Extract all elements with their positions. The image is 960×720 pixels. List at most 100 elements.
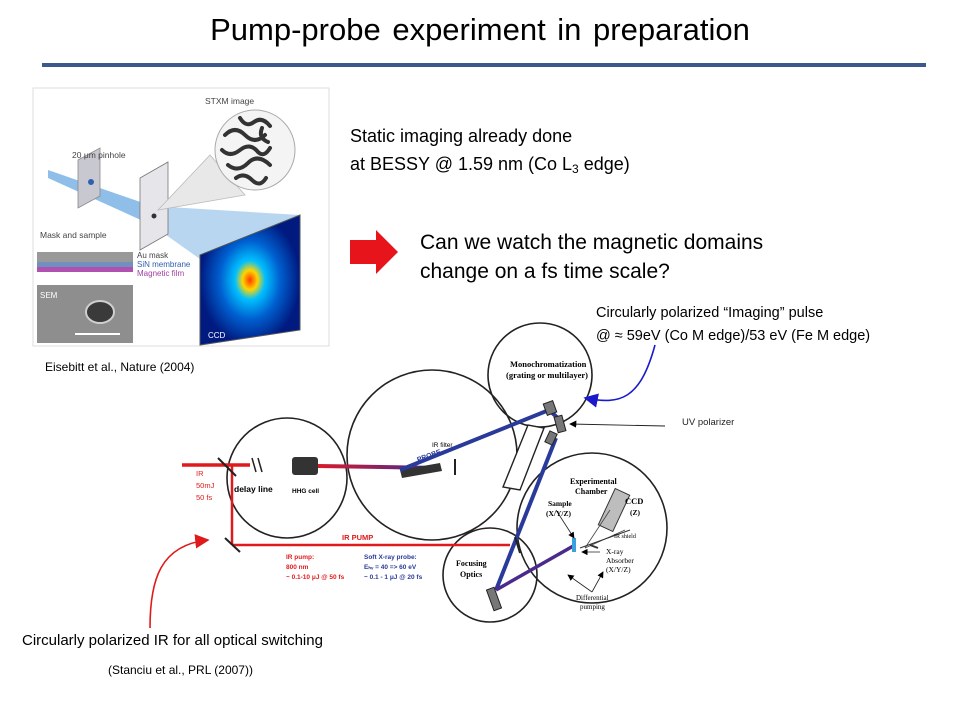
- ccd-speckle-image: [199, 214, 301, 346]
- static-imaging-line1: Static imaging already done: [350, 126, 573, 146]
- hhg-cell: [292, 457, 318, 475]
- stxm-figure: STXM image 20 μm pinhole Mask and sample…: [32, 87, 330, 347]
- label-ccd-inset: CCD: [208, 331, 226, 340]
- imaging-pulse-label: Circularly polarized “Imaging” pulse @ ≈…: [596, 302, 870, 348]
- label-monochromatization-detail: (grating or multilayer): [506, 370, 588, 380]
- label-ir-pump-wavelength: 800 nm: [286, 564, 309, 571]
- citation-eisebitt: Eisebitt et al., Nature (2004): [45, 360, 195, 374]
- label-xray: X-ray: [606, 547, 624, 556]
- label-ir-pump-beam: IR PUMP: [342, 533, 373, 542]
- hhg-chamber: [226, 417, 348, 539]
- pump-combiner-mirror: [514, 536, 521, 554]
- label-hhg-cell: HHG cell: [292, 488, 319, 495]
- probe-beam-3: [494, 437, 558, 591]
- label-probe: PROBE: [416, 449, 442, 464]
- au-mask-layer: [37, 252, 133, 262]
- label-ccd: CCD: [625, 496, 643, 506]
- label-ir-filter: IR filter: [432, 442, 453, 449]
- label-probe-pulse-energy: ~ 0.1 - 1 μJ @ 20 fs: [364, 574, 423, 581]
- beam-splitter: [217, 457, 237, 477]
- label-differential: Differential: [576, 594, 609, 602]
- uv-polarizer-optic-2: [544, 430, 558, 446]
- label-delay-line: delay line: [234, 484, 273, 494]
- label-probe-spec: Soft X-ray probe:: [364, 554, 417, 561]
- label-chamber: Chamber: [575, 487, 608, 496]
- label-stxm-image: STXM image: [205, 96, 254, 106]
- question-line1: Can we watch the magnetic domains: [420, 231, 764, 254]
- label-optics: Optics: [460, 570, 482, 579]
- label-monochromatization: Monochromatization: [510, 359, 587, 369]
- label-ir: IR: [196, 469, 204, 478]
- uv-polarizer-optic-1: [553, 414, 567, 434]
- diff-pumping-arrow-1: [567, 574, 593, 593]
- label-sample: Sample: [548, 499, 572, 508]
- probe-beam-4: [495, 543, 576, 592]
- ir-filter-block: [400, 463, 442, 478]
- label-ccd-axis: (Z): [630, 508, 641, 517]
- static-imaging-line2-suffix: edge): [578, 154, 630, 174]
- label-focusing: Focusing: [456, 559, 487, 568]
- page-title: Pump-probe experiment in preparation: [210, 12, 750, 47]
- grating: [542, 400, 558, 416]
- label-ir-energy: 50mJ: [196, 481, 215, 490]
- imaging-pulse-pointer: [583, 344, 656, 408]
- mask-sample-plate: [139, 161, 169, 251]
- label-absorber-axes: (X/Y/Z): [606, 565, 631, 574]
- focusing-chamber: [442, 527, 538, 623]
- label-ir-pump-spec: IR pump:: [286, 554, 314, 561]
- pump-probe-setup: Monochromatization (grating or multilaye…: [182, 322, 668, 623]
- ccd-ray-2: [584, 509, 611, 549]
- label-au-mask: Au mask: [137, 251, 169, 260]
- title-rule: [42, 63, 926, 67]
- label-mask-and-sample: Mask and sample: [40, 230, 107, 240]
- uv-polarizer-label: UV polarizer: [682, 417, 735, 428]
- connecting-tube: [502, 424, 545, 491]
- citation-stanciu: (Stanciu et al., PRL (2007)): [108, 663, 253, 677]
- magnetic-domain-pattern: [220, 116, 272, 186]
- sample-label-arrow: [555, 509, 575, 539]
- question-line2: change on a fs time scale?: [420, 260, 670, 283]
- sample: [572, 538, 576, 552]
- imaging-pulse-line1: Circularly polarized “Imaging” pulse: [596, 305, 824, 321]
- label-sin-membrane: SiN membrane: [137, 260, 191, 269]
- static-imaging-text: Static imaging already done at BESSY @ 1…: [350, 122, 630, 183]
- label-ir-shield: IR shield: [614, 534, 636, 540]
- label-magnetic-film: Magnetic film: [137, 269, 184, 278]
- label-ir-pump-energy: ~ 0.1-10 μJ @ 50 fs: [286, 574, 345, 581]
- experimental-chamber: [516, 452, 668, 604]
- ir-switching-caption: Circularly polarized IR for all optical …: [22, 632, 323, 649]
- pump-mirror: [224, 537, 241, 553]
- xray-beam-incoming: [48, 170, 152, 225]
- pinhole-plate: [77, 147, 101, 209]
- ir-shield: [589, 544, 599, 549]
- static-imaging-line2-prefix: at BESSY @ 1.59 nm (Co L: [350, 154, 573, 174]
- static-imaging-subscript: 3: [572, 162, 579, 176]
- label-sem: SEM: [40, 291, 58, 300]
- sin-layer: [37, 262, 133, 267]
- static-imaging-line2: at BESSY @ 1.59 nm (Co L3 edge): [350, 150, 630, 183]
- delay-line-mark: [251, 457, 257, 473]
- ir-switching-pointer: [149, 534, 210, 629]
- focusing-mirror: [485, 586, 503, 612]
- ccd-detector: [597, 487, 631, 533]
- label-ir-duration: 50 fs: [196, 493, 213, 502]
- imaging-pulse-line2: @ ≈ 59eV (Co M edge)/53 eV (Fe M edge): [596, 328, 871, 344]
- label-experimental: Experimental: [570, 477, 617, 486]
- ccd-shield-line: [579, 529, 631, 549]
- pinhole: [88, 179, 94, 185]
- uv-polarizer-arrow: [569, 420, 666, 428]
- probe-beam-1: [399, 408, 550, 472]
- question-text: Can we watch the magnetic domains change…: [420, 228, 763, 286]
- label-pinhole: 20 μm pinhole: [72, 150, 126, 160]
- sem-aperture: [85, 300, 115, 324]
- label-absorber: Absorber: [606, 556, 634, 565]
- diff-pumping-arrow-2: [591, 571, 604, 593]
- label-probe-energy-range: Eₕᵥ = 40 => 60 eV: [364, 564, 417, 571]
- result-arrow: [350, 230, 398, 274]
- label-sample-axes: (X/Y/Z): [546, 509, 572, 518]
- label-pumping: pumping: [580, 603, 605, 611]
- magnetic-film-layer: [37, 267, 133, 272]
- delay-line-mark-2: [257, 457, 263, 473]
- sample-aperture: [151, 213, 157, 219]
